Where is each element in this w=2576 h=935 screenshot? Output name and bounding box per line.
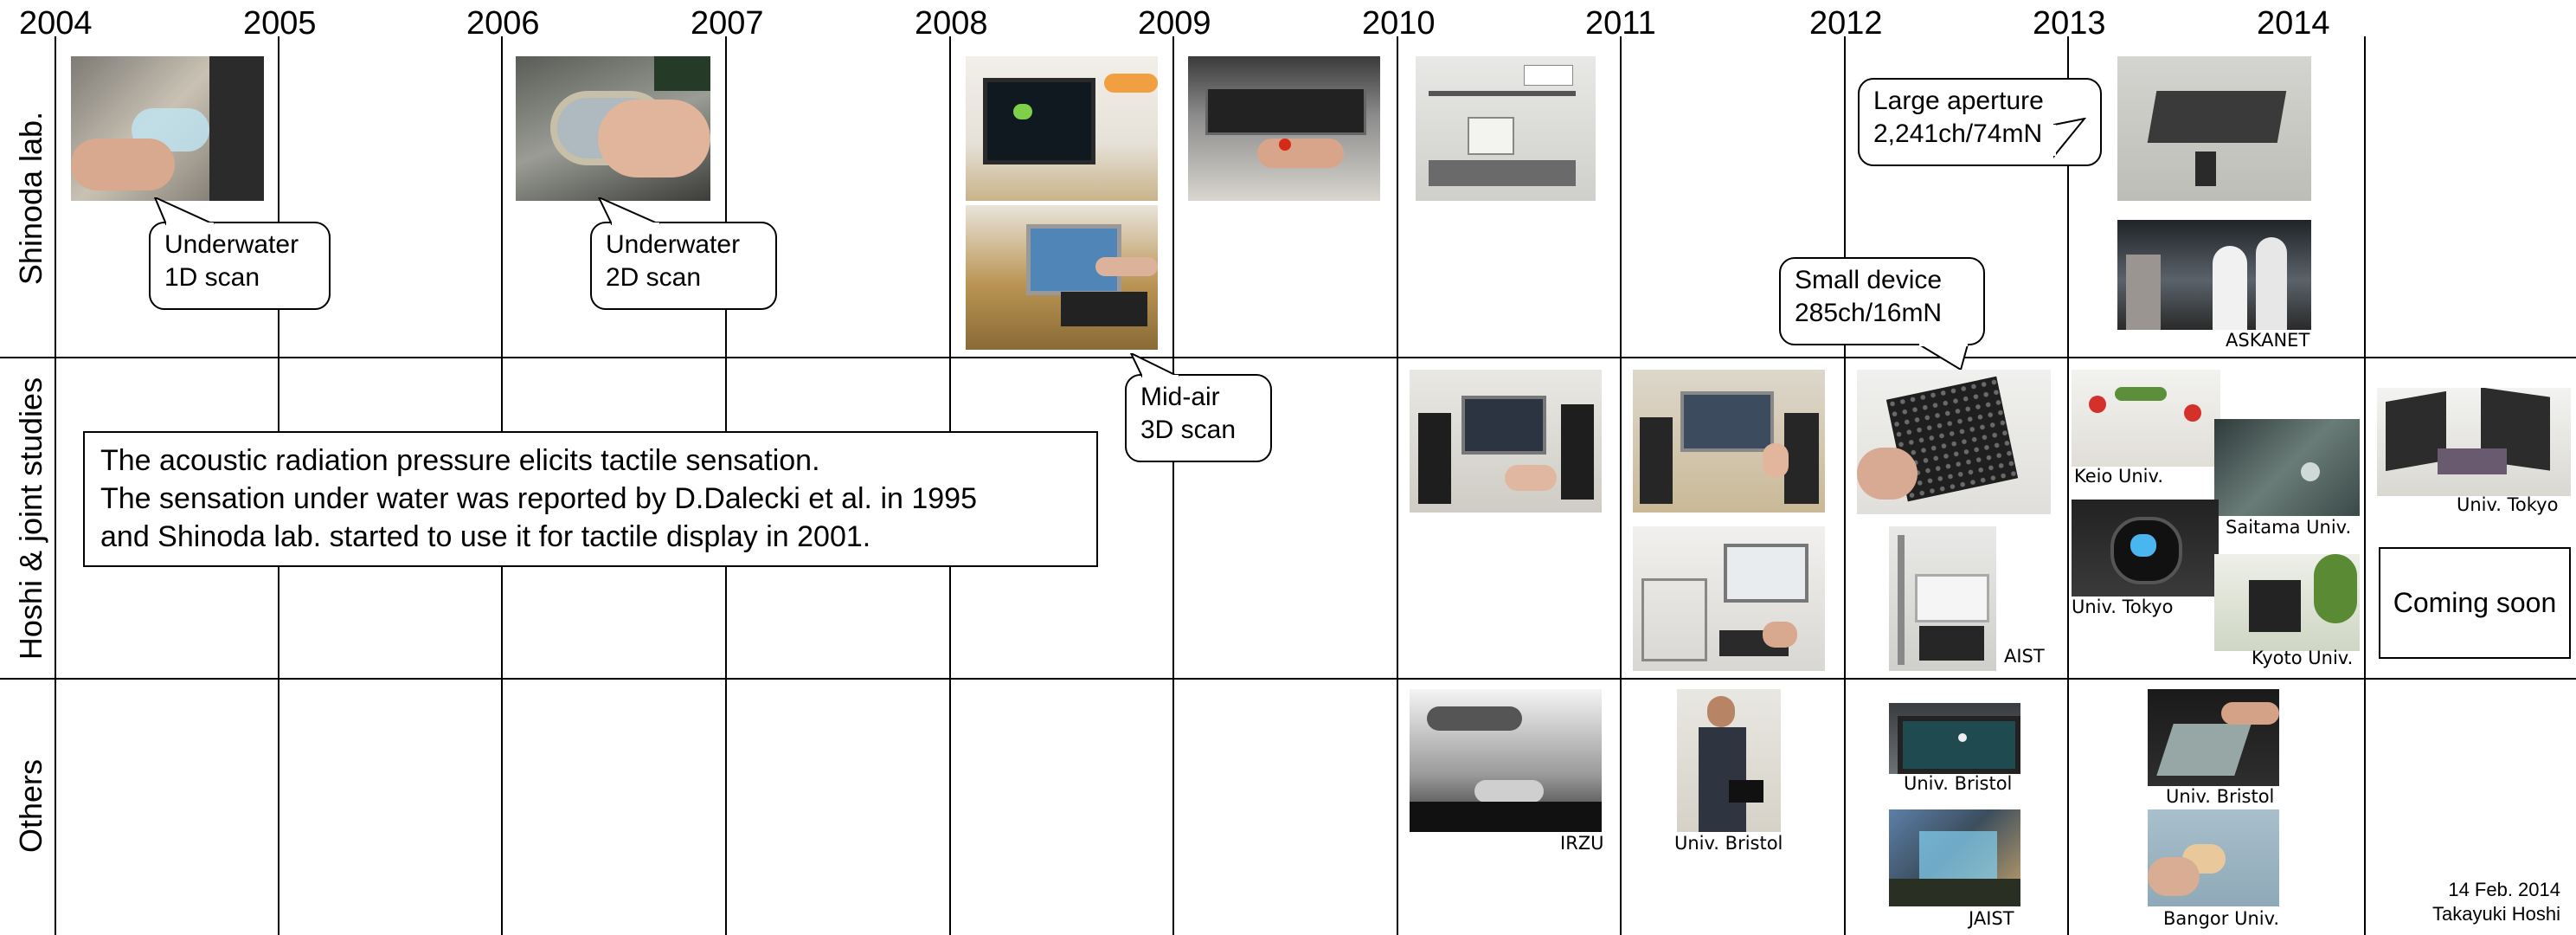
year-gridline — [1620, 36, 1622, 935]
row-label-shinoda: Shinoda lab. — [13, 111, 49, 286]
askanet-caption: ASKANET — [2226, 330, 2310, 351]
keio-caption: Keio Univ. — [2074, 466, 2163, 487]
2011-laptop-photo — [1633, 370, 1825, 513]
year-label: 2014 — [2257, 5, 2330, 42]
tokyo-2014-photo — [2377, 388, 2571, 496]
year-gridline — [1844, 36, 1846, 935]
coming-soon-box: Coming soon — [2379, 547, 2571, 659]
irzu-photo — [1410, 689, 1602, 832]
jaist-photo — [1889, 809, 2020, 906]
saitama-caption: Saitama Univ. — [2226, 517, 2352, 538]
year-label: 2010 — [1362, 5, 1436, 42]
callout-small-device: Small device 285ch/16mN — [1779, 257, 1985, 371]
midair-3d-photo-laptop — [966, 205, 1158, 350]
kyoto-photo — [2214, 554, 2360, 651]
row-divider — [0, 678, 2576, 680]
saitama-photo — [2214, 419, 2360, 516]
kyoto-caption: Kyoto Univ. — [2252, 648, 2354, 668]
bristol-2013-caption: Univ. Bristol — [2166, 786, 2275, 807]
bristol-2011-caption: Univ. Bristol — [1674, 833, 1783, 854]
year-label: 2012 — [1809, 5, 1883, 42]
bangor-photo — [2148, 809, 2279, 906]
small-device-photo — [1857, 370, 2051, 514]
row-label-others: Others — [13, 758, 49, 854]
history-note: The acoustic radiation pressure elicits … — [83, 431, 1098, 567]
2010-laptop-photo — [1410, 370, 1602, 513]
row-label-hoshi: Hoshi & joint studies — [13, 377, 49, 660]
year-label: 2013 — [2033, 5, 2106, 42]
year-label: 2006 — [466, 5, 540, 42]
bangor-caption: Bangor Univ. — [2163, 908, 2280, 929]
keio-photo — [2072, 370, 2220, 467]
year-gridline — [2364, 36, 2366, 935]
footer-credit: 14 Feb. 2014 Takayuki Hoshi — [2432, 878, 2560, 926]
year-gridline — [1172, 36, 1174, 935]
bristol-2012-caption: Univ. Bristol — [1904, 773, 2013, 794]
tokyo-butterfly-photo — [2072, 500, 2219, 596]
year-gridline — [2067, 36, 2069, 935]
2009-device-photo — [1188, 56, 1380, 201]
2010-measurement-photo — [1416, 56, 1596, 201]
aist-caption: AIST — [2004, 646, 2045, 667]
irzu-caption: IRZU — [1560, 833, 1604, 854]
year-label: 2007 — [691, 5, 764, 42]
year-label: 2008 — [915, 5, 988, 42]
callout-midair-3d: Mid-air 3D scan — [1125, 353, 1272, 462]
2011-tablet-photo — [1633, 526, 1825, 671]
year-label: 2009 — [1138, 5, 1211, 42]
large-aperture-photo — [2117, 56, 2311, 201]
year-label: 2011 — [1585, 5, 1656, 42]
askanet-photo — [2117, 220, 2311, 330]
bristol-2013-photo — [2148, 689, 2279, 786]
bristol-2011-photo — [1677, 689, 1781, 832]
callout-underwater-1d: Underwater 1D scan — [149, 197, 331, 310]
jaist-caption: JAIST — [1969, 908, 2014, 929]
callout-underwater-2d: Underwater 2D scan — [590, 197, 777, 310]
footer-author: Takayuki Hoshi — [2432, 903, 2560, 925]
year-label: 2005 — [243, 5, 317, 42]
callout-large-aperture: Large aperture 2,241ch/74mN — [1858, 78, 2102, 166]
bristol-2012-photo — [1889, 703, 2020, 774]
year-label: 2004 — [19, 5, 93, 42]
underwater-1d-photo — [71, 56, 264, 201]
footer-date: 14 Feb. 2014 — [2448, 879, 2560, 900]
aist-device-photo — [1889, 526, 1996, 671]
midair-3d-photo-monitor — [966, 56, 1158, 201]
tokyo-2013-caption: Univ. Tokyo — [2072, 596, 2174, 617]
underwater-2d-photo — [516, 56, 710, 201]
row-divider — [0, 357, 2576, 358]
year-gridline — [1397, 36, 1398, 935]
tokyo-2014-caption: Univ. Tokyo — [2457, 494, 2559, 515]
year-gridline — [55, 36, 56, 935]
